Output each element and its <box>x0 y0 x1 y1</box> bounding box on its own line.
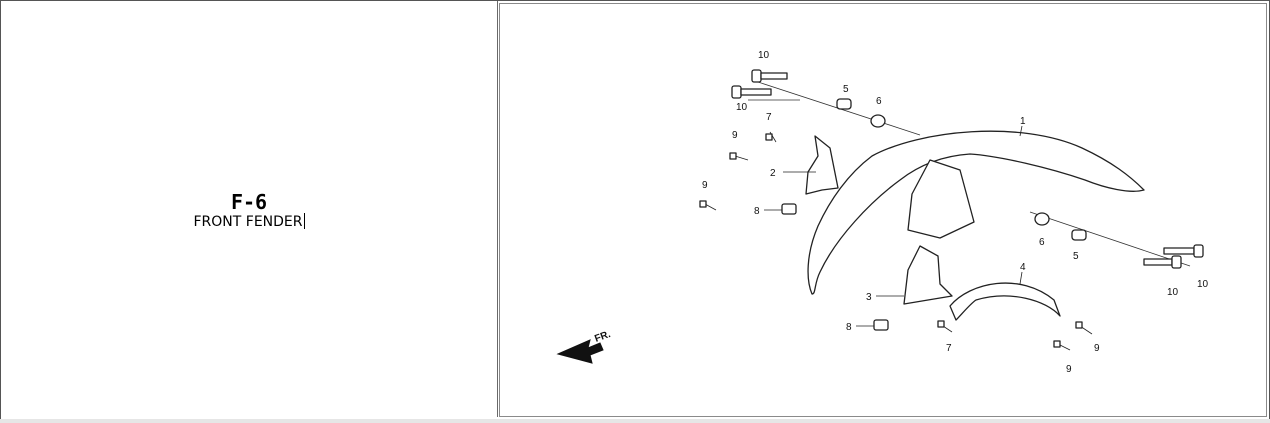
section-panel: F-6 FRONT FENDER <box>1 1 497 418</box>
callout-6b: 6 <box>1039 237 1045 248</box>
fender-stay-4 <box>949 282 1061 321</box>
callout-10b: 10 <box>736 102 748 113</box>
clip-8-lower <box>873 319 889 331</box>
callout-5a: 5 <box>843 84 849 95</box>
callout-7b: 7 <box>946 343 952 354</box>
bracket-3 <box>903 245 953 305</box>
callout-1: 1 <box>1020 116 1026 127</box>
collar-5-upper <box>836 98 852 110</box>
section-code: F-6 <box>230 190 268 214</box>
callout-3: 3 <box>866 292 872 303</box>
callout-8a: 8 <box>754 206 760 217</box>
callout-7a: 7 <box>766 112 772 123</box>
front-direction-arrow <box>556 339 604 364</box>
parts-diagram-panel: FR. 10 10 5 6 7 9 1 2 9 8 6 5 4 3 10 10 … <box>499 3 1267 417</box>
screw-7-lower <box>937 320 953 333</box>
callout-10a: 10 <box>758 50 770 61</box>
fender-inner-bracket <box>907 159 975 239</box>
callout-8b: 8 <box>846 322 852 333</box>
callout-5b: 5 <box>1073 251 1079 262</box>
leader-4 <box>1019 271 1023 285</box>
callout-9d: 9 <box>1066 364 1072 375</box>
bolt-10-upper-a <box>751 69 788 83</box>
clip-8-upper <box>781 203 797 215</box>
bolt-10-lower-a <box>1143 255 1182 269</box>
front-fender-1 <box>807 130 1145 295</box>
callout-4: 4 <box>1020 262 1026 273</box>
direction-label: FR. <box>593 329 612 345</box>
callout-10d: 10 <box>1197 279 1209 290</box>
bolt-10-lower-b <box>1163 244 1204 258</box>
parts-diagram: FR. 10 10 5 6 7 9 1 2 9 8 6 5 4 3 10 10 … <box>556 50 1209 375</box>
callout-6a: 6 <box>876 96 882 107</box>
grommet-6-upper <box>870 114 886 128</box>
section-title-block: F-6 FRONT FENDER <box>1 191 497 231</box>
bolt-10-upper-b <box>731 85 772 99</box>
callout-9c: 9 <box>1094 343 1100 354</box>
leader-1 <box>1019 125 1023 137</box>
bracket-2 <box>805 135 839 195</box>
section-name: FRONT FENDER <box>193 214 303 230</box>
screw-9-c <box>1075 321 1093 335</box>
screw-7-upper <box>765 131 777 143</box>
bottom-strip <box>0 419 1270 423</box>
callout-2: 2 <box>770 168 776 179</box>
callout-9b: 9 <box>702 180 708 191</box>
collar-5-lower <box>1071 229 1087 241</box>
panel-divider <box>497 1 498 417</box>
text-cursor <box>303 213 305 229</box>
section-name-line: FRONT FENDER <box>1 213 497 231</box>
callout-10c: 10 <box>1167 287 1179 298</box>
screw-9-b <box>699 200 717 211</box>
screw-9-d <box>1053 340 1071 351</box>
lower-axis-line <box>1029 211 1191 267</box>
screw-9-a <box>729 152 749 161</box>
callout-9a: 9 <box>732 130 738 141</box>
grommet-6-lower <box>1034 212 1050 226</box>
